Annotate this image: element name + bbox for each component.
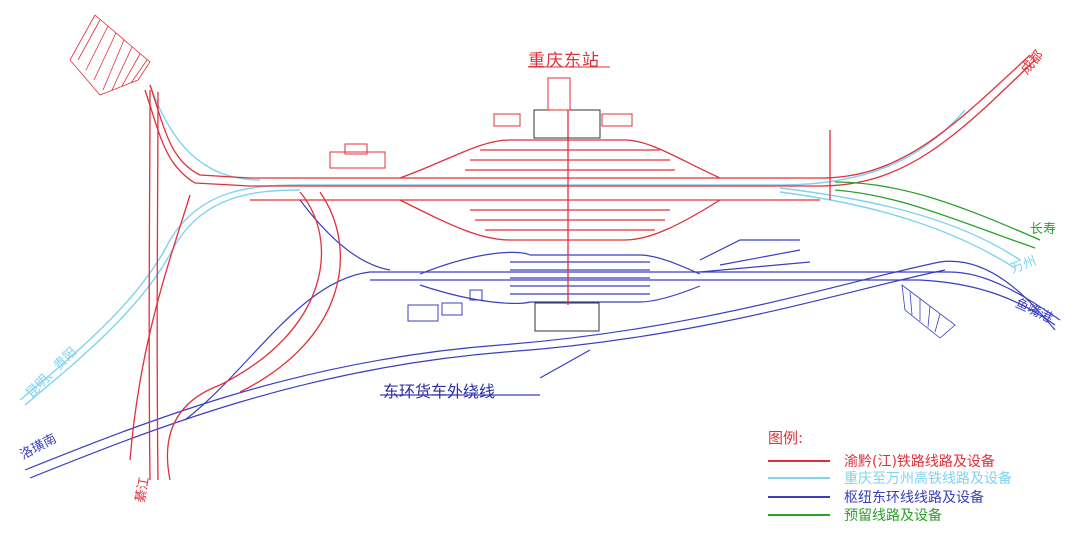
- green-lines: [834, 181, 1041, 249]
- direction-changshou: 长寿: [1030, 222, 1057, 237]
- legend-swatches: [768, 460, 830, 516]
- blue-lines: [24, 199, 1061, 479]
- freight-line-label: 东环货车外绕线: [383, 382, 496, 401]
- legend-item-label: 重庆至万州高铁线路及设备: [844, 471, 1012, 487]
- cyan-lines: [19, 84, 1021, 406]
- red-lines: [129, 54, 1036, 481]
- legend-title: 图例:: [768, 429, 804, 447]
- red-boxes: [329, 77, 633, 169]
- legend-item-label: 枢纽东环线线路及设备: [844, 490, 984, 506]
- depot-hatch-right: [901, 284, 956, 339]
- depot-hatch-top-left: [69, 14, 151, 96]
- blue-boxes: [407, 289, 600, 332]
- station-title: 重庆东站: [528, 51, 600, 71]
- legend-item-label: 渝黔(江)铁路线路及设备: [844, 454, 995, 470]
- legend-item-label: 预留线路及设备: [844, 508, 942, 524]
